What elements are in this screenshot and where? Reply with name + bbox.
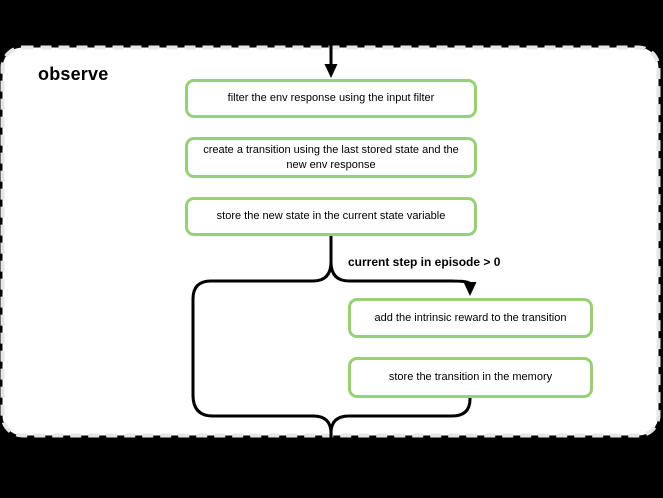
node-store-transition-memory: store the transition in the memory [348, 357, 593, 398]
condition-label: current step in episode > 0 [348, 255, 501, 269]
node-filter-env-response: filter the env response using the input … [185, 79, 477, 118]
connector-bypass-branch [191, 236, 333, 446]
node-add-intrinsic-reward: add the intrinsic reward to the transiti… [348, 298, 593, 338]
group-title: observe [38, 64, 109, 84]
entry-arrowhead-icon [324, 64, 338, 78]
node-store-new-state: store the new state in the current state… [185, 197, 477, 236]
condition-arrowhead-icon [463, 282, 477, 296]
node-create-transition: create a transition using the last store… [185, 137, 477, 178]
connector-merge-branch [329, 397, 472, 434]
